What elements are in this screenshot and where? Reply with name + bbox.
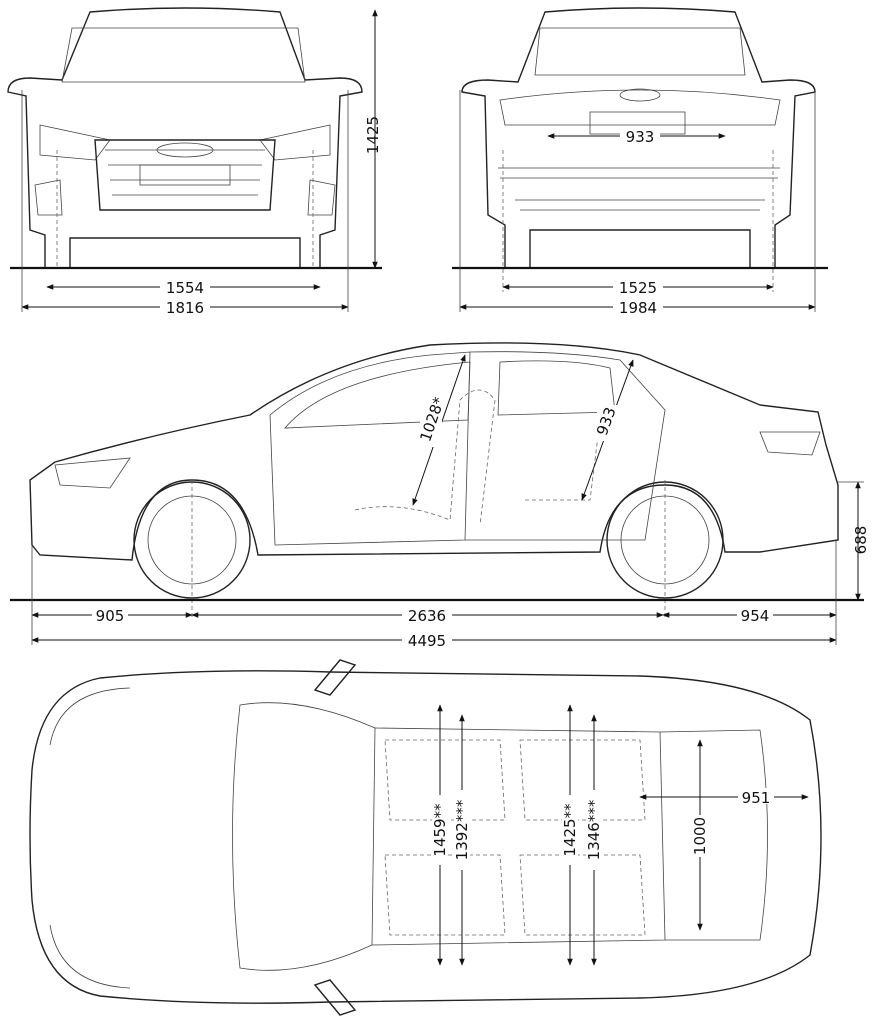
rear-track-label: 1525 bbox=[619, 279, 657, 297]
wheelbase-label: 2636 bbox=[408, 607, 446, 625]
loading-sill-label: 688 bbox=[852, 526, 870, 555]
front-view: 1425 1554 1816 bbox=[7, 7, 382, 317]
rear-elbow-label: 1346*** bbox=[585, 799, 603, 860]
side-view: 1028* 933 688 905 2636 954 4495 bbox=[10, 342, 870, 650]
front-overhang-label: 905 bbox=[96, 607, 125, 625]
rear-overhang-label: 954 bbox=[741, 607, 770, 625]
front-elbow-label: 1392*** bbox=[453, 799, 471, 860]
front-car-outline bbox=[7, 7, 363, 269]
front-shoulder-label: 1459** bbox=[431, 803, 449, 857]
length-label: 4495 bbox=[408, 632, 446, 650]
front-track-label: 1554 bbox=[166, 279, 204, 297]
trunk-length-label: 951 bbox=[742, 789, 771, 807]
trunk-width-label: 1000 bbox=[691, 817, 709, 855]
top-view: 1459** 1392*** 1425** 1346*** 951 1000 bbox=[29, 659, 822, 1016]
width-label: 1816 bbox=[166, 299, 204, 317]
height-label: 1425 bbox=[364, 116, 382, 154]
top-car-outline bbox=[29, 659, 822, 1016]
side-car-outline bbox=[29, 342, 839, 620]
mirror-width-label: 1984 bbox=[619, 299, 657, 317]
trunk-opening-label: 933 bbox=[626, 128, 655, 146]
rear-shoulder-label: 1425** bbox=[561, 803, 579, 857]
rear-view: 933 1525 1984 bbox=[452, 7, 828, 317]
rear-car-outline bbox=[461, 7, 816, 292]
